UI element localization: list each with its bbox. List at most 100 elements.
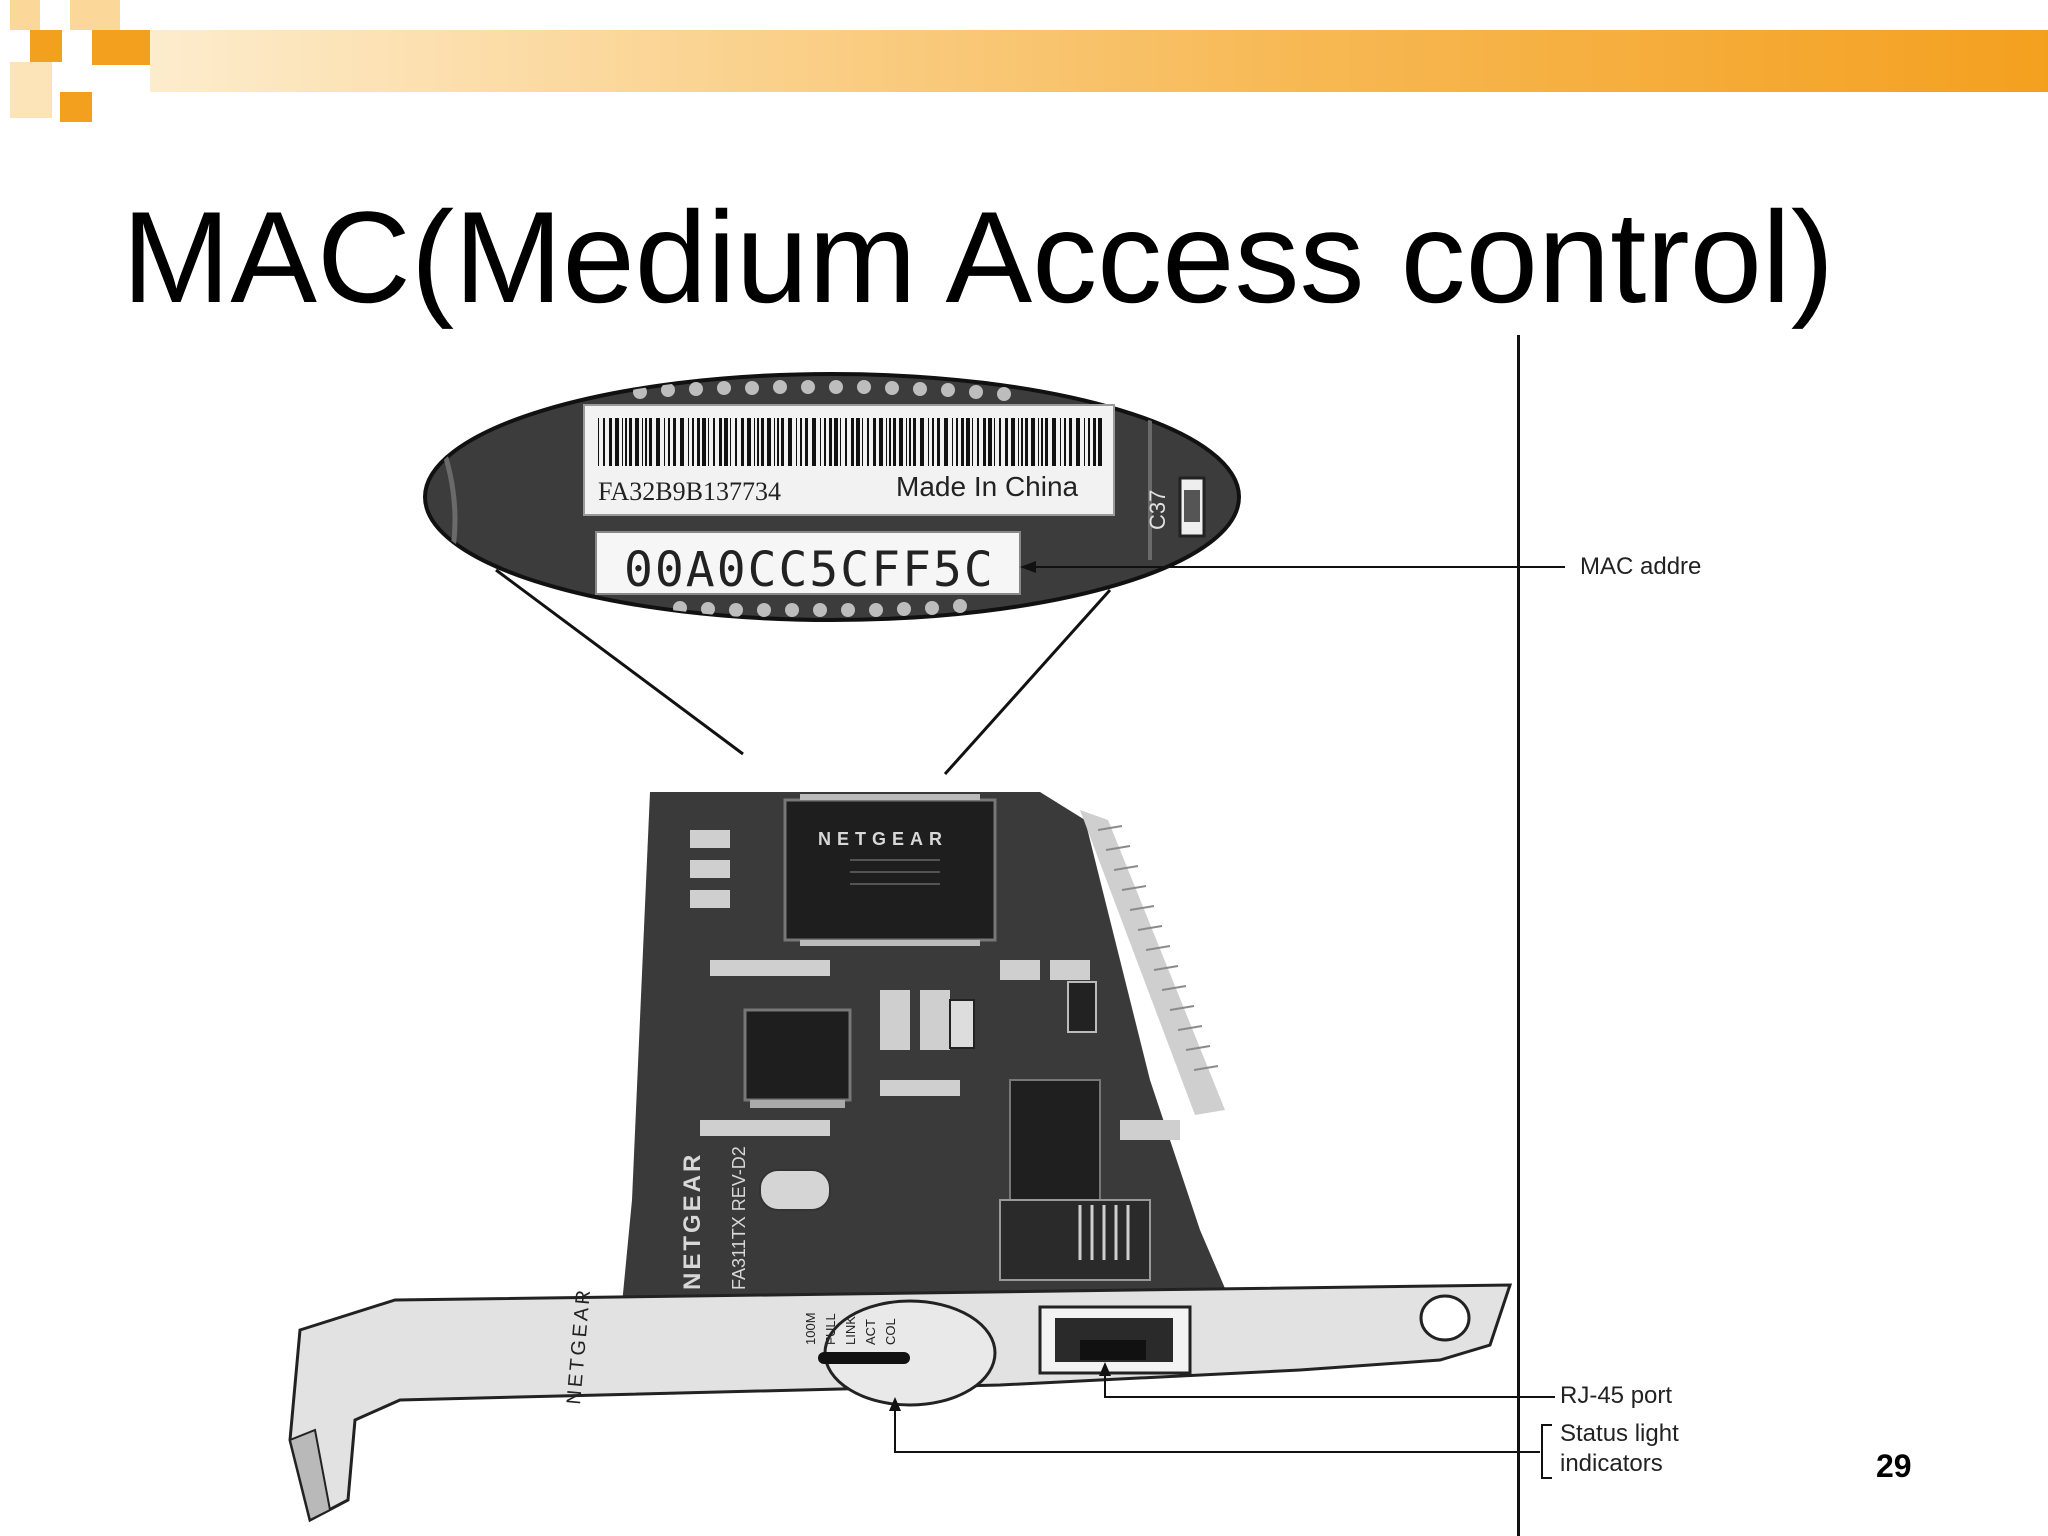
corner-square-6: [60, 92, 92, 122]
barcode-bar: [688, 418, 689, 466]
barcode-bar: [1038, 418, 1039, 466]
barcode-bar: [713, 418, 715, 466]
led-label: 100M: [803, 1312, 818, 1345]
serial-number: FA32B9B137734: [598, 477, 781, 506]
barcode-bar: [1064, 418, 1066, 466]
led-label: LINK: [843, 1316, 858, 1345]
barcode-bar: [961, 418, 964, 466]
barcode-bar: [879, 418, 883, 466]
rj45-callout: RJ-45 port: [1560, 1382, 1673, 1409]
barcode-bar: [730, 418, 731, 466]
barcode-bar: [845, 418, 847, 466]
barcode-bar: [673, 418, 676, 466]
barcode-bar: [1018, 418, 1019, 466]
corner-square-3: [30, 30, 62, 62]
made-in-text: Made In China: [896, 471, 1079, 502]
barcode-bar: [840, 418, 841, 466]
status-callout-line1: Status light: [1560, 1420, 1679, 1447]
zoom-line-left: [495, 568, 744, 756]
mac-arrow-head: [1020, 561, 1036, 573]
status-leader-line: [894, 1405, 1540, 1453]
barcode-bar: [899, 418, 903, 466]
barcode-bar: [609, 418, 612, 466]
barcode-bar: [952, 418, 953, 466]
barcode-bar: [622, 418, 623, 466]
corner-square-5: [10, 62, 52, 118]
barcode-bar: [757, 418, 759, 466]
barcode-bar: [635, 418, 639, 466]
chip-brand: NETGEAR: [818, 829, 948, 849]
barcode-bar: [977, 418, 979, 466]
barcode-bar: [774, 418, 775, 466]
barcode-bar: [724, 418, 728, 466]
barcode-bar: [812, 418, 816, 466]
barcode-bar: [913, 418, 916, 466]
barcode-bar: [680, 418, 684, 466]
barcode-bar: [893, 418, 896, 466]
status-callout-line2: indicators: [1560, 1450, 1663, 1477]
barcode-bar: [645, 418, 647, 466]
barcode-bar: [1041, 418, 1043, 466]
barcode-bar: [909, 418, 911, 466]
barcode-bar: [932, 418, 934, 466]
barcode-bar: [999, 418, 1001, 466]
barcode: [598, 418, 1102, 466]
barcode-bar: [754, 418, 755, 466]
barcode-bar: [886, 418, 887, 466]
barcode-bar: [747, 418, 751, 466]
barcode-bar: [800, 418, 802, 466]
barcode-bar: [906, 418, 907, 466]
barcode-bar: [697, 418, 700, 466]
barcode-bar: [994, 418, 995, 466]
barcode-bar: [1088, 418, 1090, 466]
pcb-model: FA311TX REV-D2: [729, 1146, 749, 1290]
component-ref-label: C37: [1145, 490, 1170, 530]
barcode-bar: [1084, 418, 1085, 466]
barcode-bar: [1021, 418, 1023, 466]
barcode-bar: [1011, 418, 1015, 466]
barcode-bar: [603, 418, 605, 466]
corner-square-2: [70, 0, 120, 30]
barcode-bar: [767, 418, 771, 466]
barcode-bar: [1098, 418, 1102, 466]
label-zoom-ellipse: C37 FA32B9B137734 Made In China 00A0CC5C…: [423, 372, 1241, 622]
barcode-bar: [972, 418, 973, 466]
led-label: COL: [883, 1318, 898, 1345]
barcode-bar: [1076, 418, 1080, 466]
barcode-bar: [867, 418, 869, 466]
barcode-bar: [668, 418, 670, 466]
barcode-bar: [988, 418, 992, 466]
status-bracket: [1541, 1424, 1552, 1479]
barcode-bar: [966, 418, 970, 466]
barcode-bar: [944, 418, 948, 466]
bracket-screw-hole: [1419, 1294, 1471, 1342]
barcode-bar: [834, 418, 838, 466]
barcode-bar: [625, 418, 627, 466]
mac-address-value: 00A0CC5CFF5C: [624, 542, 995, 598]
barcode-bar: [642, 418, 643, 466]
barcode-bar: [889, 418, 891, 466]
barcode-bar: [735, 418, 737, 466]
slide-title: MAC(Medium Access control): [122, 184, 1835, 330]
zoom-line-right: [943, 588, 1112, 776]
title-accent-bar: [150, 30, 2048, 92]
barcode-bar: [692, 418, 694, 466]
barcode-bar: [1031, 418, 1035, 466]
pcb-brand: NETGEAR: [679, 1152, 706, 1290]
barcode-bar: [937, 418, 940, 466]
pcb-board: NETGEAR: [620, 792, 1230, 1325]
barcode-bar: [1060, 418, 1061, 466]
barcode-bar: [708, 418, 709, 466]
barcode-bar: [702, 418, 706, 466]
led-label: FULL: [823, 1313, 838, 1345]
page-number: 29: [1876, 1448, 1912, 1484]
barcode-bar: [656, 418, 660, 466]
barcode-bar: [781, 418, 784, 466]
barcode-bar: [983, 418, 986, 466]
barcode-bar: [629, 418, 632, 466]
mac-address-callout: MAC addre: [1580, 553, 1702, 580]
barcode-bar: [851, 418, 854, 466]
barcode-bar: [598, 418, 599, 466]
barcode-bar: [824, 418, 826, 466]
